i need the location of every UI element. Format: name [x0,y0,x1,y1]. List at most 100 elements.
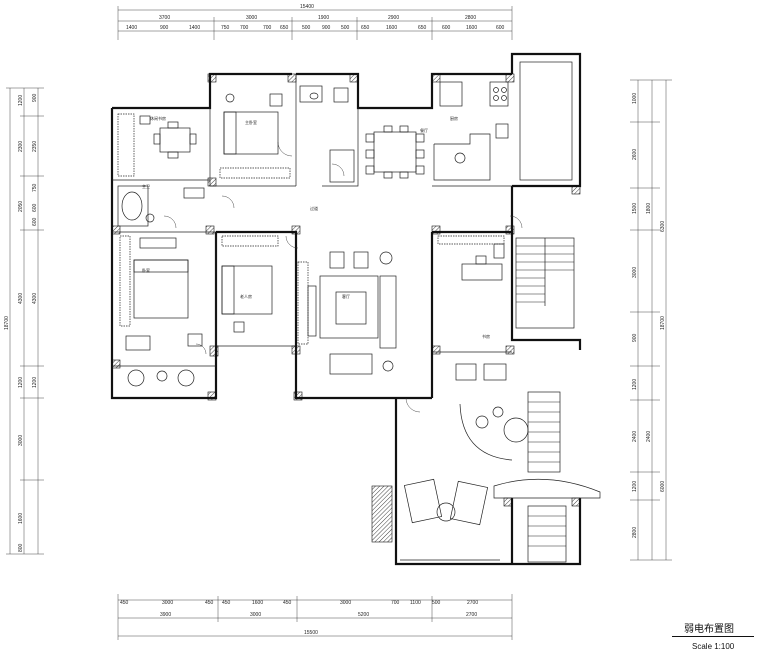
dim-right-total: 18700 [660,316,666,330]
furniture-living [307,251,397,375]
label-dining: 餐厅 [420,127,428,133]
dim-bot2-3: 5200 [358,612,369,618]
dim-bot-2: 3000 [162,600,173,606]
furniture-dining [365,125,425,179]
dim-top2-3: 1400 [189,25,200,31]
furniture-mid-bedroom [187,265,273,347]
dim-left-1: 1200 [18,95,24,106]
label-corridor: 过道 [310,205,318,211]
dim-right-7: 2400 [632,431,638,442]
dim-right-5: 900 [632,333,638,342]
dim-right-6: 1200 [632,379,638,390]
dim-left-8: 800 [18,543,24,552]
dim-top2-9: 900 [322,25,331,31]
dim-bot-6: 450 [283,600,292,606]
dim-right-3: 1500 [632,203,638,214]
dim-right-low: 6000 [660,481,666,492]
dim-bot-3: 450 [205,600,214,606]
dim-top-3: 1900 [318,15,329,21]
label-leisure: 休闲书房 [150,115,166,121]
dim-top2-5: 700 [240,25,249,31]
dim-left-in-4: 600 [32,217,38,226]
label-living: 客厅 [342,293,350,299]
walls [110,52,582,566]
cabinets [117,113,505,345]
dim-bot-1: 450 [120,600,129,606]
right-dimensions: 1000 2600 1500 3000 900 1200 2400 1200 2… [630,79,672,561]
dim-left-in-5: 4300 [32,293,38,304]
dim-right-8: 1200 [632,481,638,492]
furniture-sw-bedroom [117,185,205,387]
dim-top-2: 3000 [246,15,257,21]
dim-left-3: 2050 [18,201,24,212]
dim-bot-10: 500 [432,600,441,606]
dim-right-1: 1000 [632,93,638,104]
label-master-bed: 主卧室 [245,119,257,125]
drawing-scale: Scale 1:100 [692,642,735,651]
dim-bot-8: 700 [391,600,400,606]
room-labels: 休闲书房 主卧室 主卫 卧室 老人房 客厅 餐厅 过道 书房 厨房 [142,115,490,339]
dim-top-total: 15400 [300,4,314,10]
dim-left-total: 18700 [4,316,10,330]
title-underline [672,636,754,637]
label-bedroom-sw: 卧室 [142,267,150,273]
drawing-title: 弱电布置图 [684,624,734,635]
dim-right-in-1: 1800 [646,203,652,214]
label-study: 书房 [482,333,490,339]
columns [111,73,581,543]
dim-left-in-6: 1200 [32,377,38,388]
dim-top2-16: 600 [496,25,505,31]
dim-top2-2: 900 [160,25,169,31]
dim-top2-13: 650 [418,25,427,31]
dim-left-in-7: 600 [32,203,38,212]
dim-left-in-3: 750 [32,183,38,192]
furniture-balcony [400,403,601,561]
dim-left-6: 3000 [18,435,24,446]
bottom-dimensions: 450 3000 450 450 1600 450 3000 700 1100 … [117,594,513,640]
dim-bot-9: 1100 [410,600,421,606]
dim-top2-4: 750 [221,25,230,31]
dim-bot-5: 1600 [252,600,263,606]
dim-top-4: 2900 [388,15,399,21]
dim-left-2: 2300 [18,141,24,152]
furniture-master-bed [223,93,283,155]
dim-right-4: 3000 [632,267,638,278]
dim-top2-6: 700 [263,25,272,31]
dim-top2-8: 500 [302,25,311,31]
furniture-kitchen [433,61,573,181]
dim-top2-11: 650 [361,25,370,31]
dim-left-in-2: 2350 [32,141,38,152]
dim-bot-7: 3000 [340,600,351,606]
dim-bot-11: 2700 [467,600,478,606]
dim-left-5: 1200 [18,377,24,388]
dim-top2-1: 1400 [126,25,137,31]
dim-bot-total: 15500 [304,630,318,636]
left-dimensions: 18700 1200 2300 2050 4300 1200 3000 1600… [4,87,44,555]
furniture-leisure [139,115,197,159]
dim-right-mid: 6300 [660,221,666,232]
dim-top-5: 2800 [465,15,476,21]
dim-bot2-4: 2700 [466,612,477,618]
dim-top2-14: 600 [442,25,451,31]
dim-left-4: 4300 [18,293,24,304]
dim-bot2-1: 3900 [160,612,171,618]
dim-top2-7: 650 [280,25,289,31]
top-dimensions: 15400 3700 3000 1900 2900 2800 1400 900 … [117,4,513,40]
stairs [515,237,575,563]
dim-left-7: 1600 [18,513,24,524]
label-bedroom-mid: 老人房 [240,293,252,299]
dim-top-1: 3700 [159,15,170,21]
furniture-study [455,243,507,381]
dim-bot2-2: 3000 [250,612,261,618]
dim-right-in-2: 2400 [646,431,652,442]
label-kitchen: 厨房 [450,115,458,121]
dim-bot-4: 450 [222,600,231,606]
label-bath-master: 主卫 [142,183,150,189]
dim-top2-15: 1600 [466,25,477,31]
doors [163,141,523,413]
dim-left-in-1: 900 [32,93,38,102]
dim-top2-12: 1600 [386,25,397,31]
dim-right-9: 2800 [632,527,638,538]
